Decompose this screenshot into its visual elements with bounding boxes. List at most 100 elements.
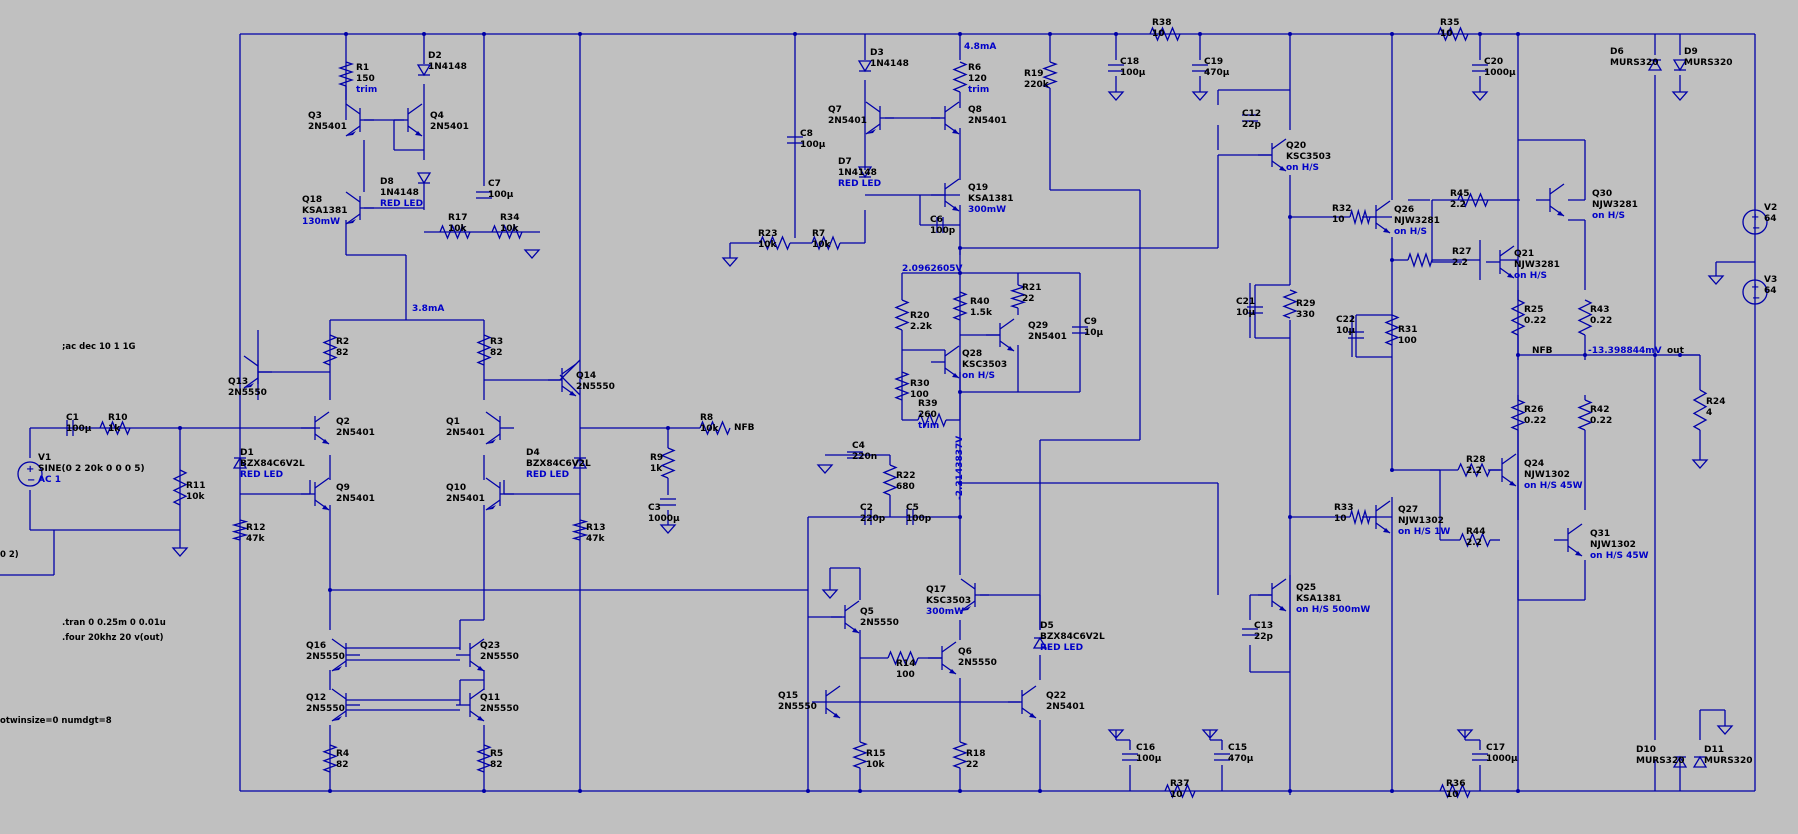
component-value: 100µ — [1136, 754, 1162, 764]
ref-designator: R21 — [1022, 283, 1041, 293]
transistor-q13 — [243, 355, 272, 389]
resistor-r14 — [887, 650, 919, 666]
ref-designator: R26 — [1524, 405, 1543, 415]
resistor-r4 — [322, 744, 338, 773]
resistor-r13 — [571, 519, 589, 541]
resistor-r39 — [917, 412, 947, 428]
ref-designator: Q22 — [1046, 691, 1066, 701]
resistor-r12 — [231, 519, 249, 541]
transistor-q18 — [345, 191, 374, 225]
component-value: 2N5401 — [430, 122, 469, 132]
component-note: 130mW — [302, 217, 340, 227]
ref-designator: R37 — [1170, 779, 1189, 789]
component-value: 1k — [108, 424, 121, 434]
resistor-r26 — [1510, 399, 1526, 431]
component-value: KSA1381 — [968, 194, 1013, 204]
ref-designator: Q20 — [1286, 141, 1306, 151]
ref-designator: R33 — [1334, 503, 1353, 513]
capacitor-c3 — [660, 498, 676, 506]
ref-designator: D4 — [526, 448, 540, 458]
ref-designator: V2 — [1764, 203, 1777, 213]
ref-designator: C8 — [800, 129, 813, 139]
component-value: BZX84C6V2L — [526, 459, 591, 469]
ref-designator: C12 — [1242, 109, 1261, 119]
ref-designator: Q24 — [1524, 459, 1544, 469]
ground-symbol — [1107, 729, 1125, 739]
ref-designator: Q11 — [480, 693, 500, 703]
ref-designator: Q21 — [1514, 249, 1534, 259]
ref-designator: R45 — [1450, 189, 1469, 199]
svg-text:−: − — [1752, 223, 1760, 234]
ref-designator: C21 — [1236, 297, 1255, 307]
component-value: MURS320 — [1610, 58, 1658, 68]
component-value: MURS320 — [1704, 756, 1752, 766]
ref-designator: C4 — [852, 441, 865, 451]
ref-designator: D9 — [1684, 47, 1698, 57]
ref-designator: C15 — [1228, 743, 1247, 753]
component-value: 2N5550 — [306, 652, 345, 662]
ground-symbol — [1716, 725, 1734, 735]
ref-designator: C5 — [906, 503, 919, 513]
directive-cut-left: 0 2) — [0, 550, 19, 560]
component-note: on H/S — [1592, 211, 1625, 221]
transistor-q5 — [831, 600, 860, 634]
resistor-r23 — [759, 235, 791, 251]
ref-designator: Q7 — [828, 105, 842, 115]
component-value: 100p — [906, 514, 932, 524]
diode-d8 — [416, 172, 432, 185]
transistor-q11 — [456, 688, 485, 722]
component-value: 150 — [356, 74, 375, 84]
component-value: 330 — [1296, 310, 1315, 320]
ref-designator: R24 — [1706, 397, 1725, 407]
directive-four: .four 20khz 20 v(out) — [62, 633, 164, 643]
component-value: 10 — [1152, 29, 1165, 39]
component-value: 2N5550 — [480, 704, 519, 714]
component-value: 10k — [500, 224, 520, 234]
component-value: 100 — [1398, 336, 1417, 346]
resistor-r32 — [1349, 208, 1371, 226]
resistor-r9 — [660, 447, 676, 479]
resistor-r6 — [952, 61, 968, 93]
ref-designator: R20 — [910, 311, 929, 321]
resistor-r34 — [491, 224, 523, 240]
ref-designator: D10 — [1636, 745, 1656, 755]
capacitor-c21 — [1247, 306, 1263, 314]
ref-designator: R27 — [1452, 247, 1471, 257]
ground-symbol — [1671, 91, 1689, 101]
resistor-r8 — [699, 420, 731, 436]
transistor-q26 — [1362, 200, 1391, 234]
voltage-source-v1: +− — [17, 461, 43, 487]
component-value: 82 — [336, 348, 349, 358]
ref-designator: R40 — [970, 297, 989, 307]
component-value: 100µ — [488, 190, 514, 200]
